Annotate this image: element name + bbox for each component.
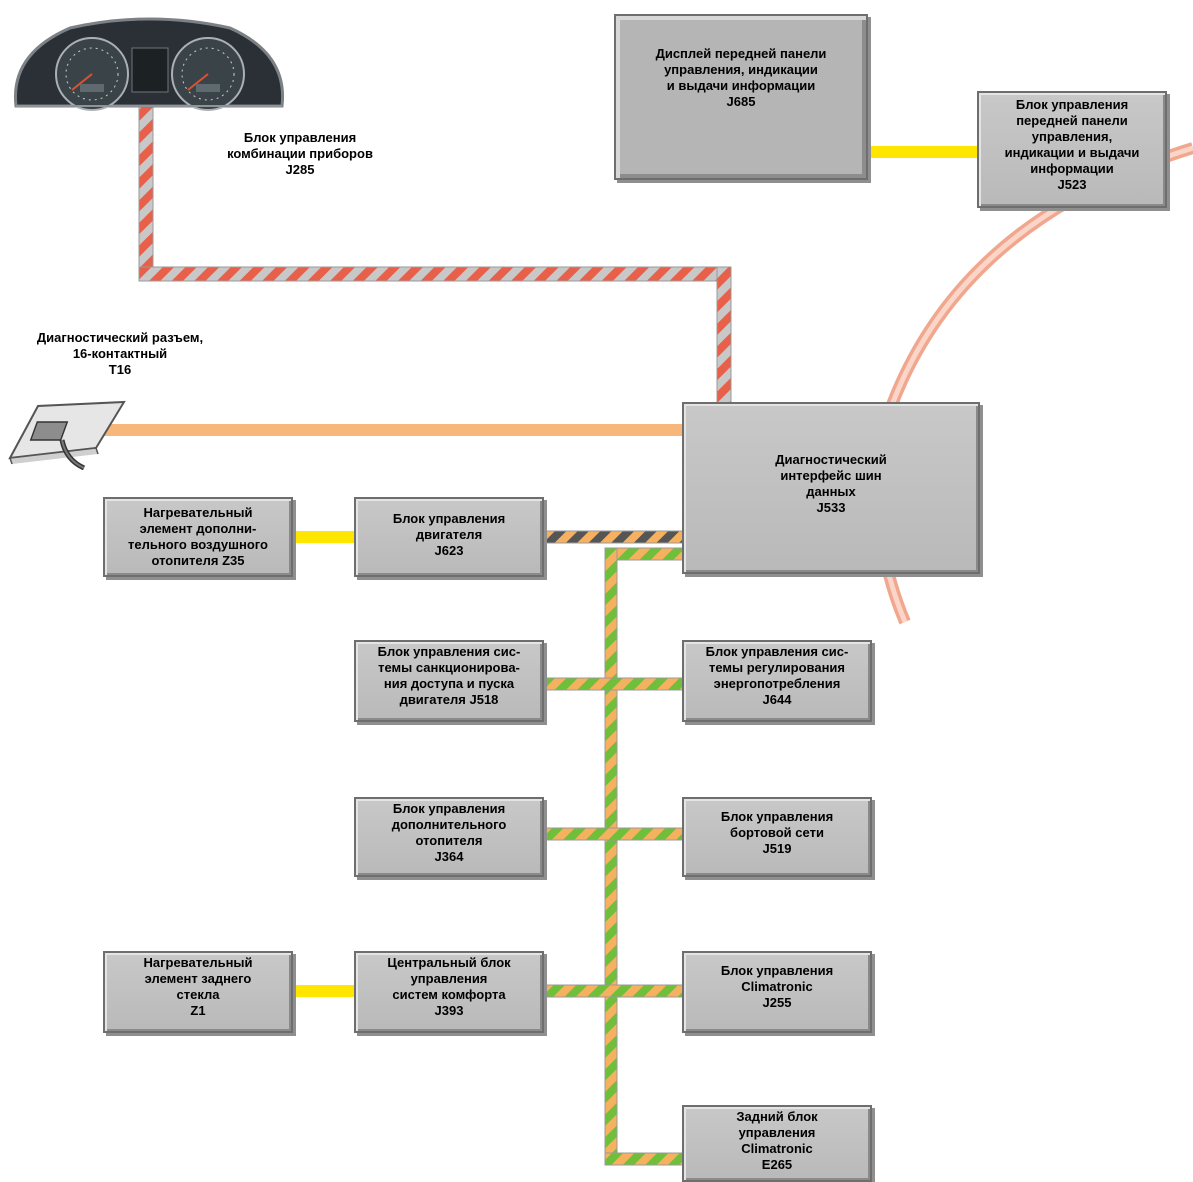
instrument-cluster-label: Блок управления комбинации приборов J285 <box>227 130 373 177</box>
aux-heater-j364-box: Блок управления дополнительного отопител… <box>354 797 544 877</box>
engine-j623-box: Блок управления двигателя J623 <box>354 497 544 577</box>
onboard-j519-box: Блок управления бортовой сети J519 <box>682 797 872 877</box>
comfort-can-trunk-vertical <box>604 547 618 1166</box>
comfort-can-branch-e265 <box>604 1152 686 1166</box>
comfort-can-branch-j518-j644 <box>542 677 686 691</box>
comfort-j393-box: Центральный блок управления систем комфо… <box>354 951 544 1033</box>
comfort-can-branch-j364-j519 <box>542 827 686 841</box>
display-can-wire-vertical-2 <box>716 266 732 406</box>
energy-j644-box: Блок управления сис- темы регулирования … <box>682 640 872 722</box>
display-can-wire-horizontal <box>138 266 732 282</box>
display-can-wire-vertical-1 <box>138 84 154 281</box>
obd-connector-picture <box>8 400 126 470</box>
display-j685-box: Дисплей передней панели управления, инди… <box>614 14 868 180</box>
access-j518-box: Блок управления сис- темы санкционирова-… <box>354 640 544 722</box>
diagnostic-connector-label: Диагностический разъем, 16-контактный T1… <box>36 330 204 377</box>
instrument-cluster-picture <box>13 17 285 111</box>
lin-wire-j685-j523 <box>866 146 980 158</box>
gateway-j533-box: Диагностический интерфейс шин данных J53… <box>682 402 980 574</box>
drive-can-wire <box>542 530 686 544</box>
lin-wire-z35-j623 <box>290 531 358 543</box>
heater-z35-box: Нагревательный элемент дополни- тельного… <box>103 497 293 577</box>
rear-climatronic-e265-box: Задний блок управления Climatronic E265 <box>682 1105 872 1182</box>
climatronic-j255-box: Блок управления Climatronic J255 <box>682 951 872 1033</box>
rear-window-z1-box: Нагревательный элемент заднего стекла Z1 <box>103 951 293 1033</box>
comfort-can-branch-j393-j255 <box>542 984 686 998</box>
lin-wire-z1-j393 <box>290 985 358 997</box>
diagnostic-can-wire <box>100 424 684 436</box>
front-panel-j523-box: Блок управления передней панели управлен… <box>977 91 1167 208</box>
